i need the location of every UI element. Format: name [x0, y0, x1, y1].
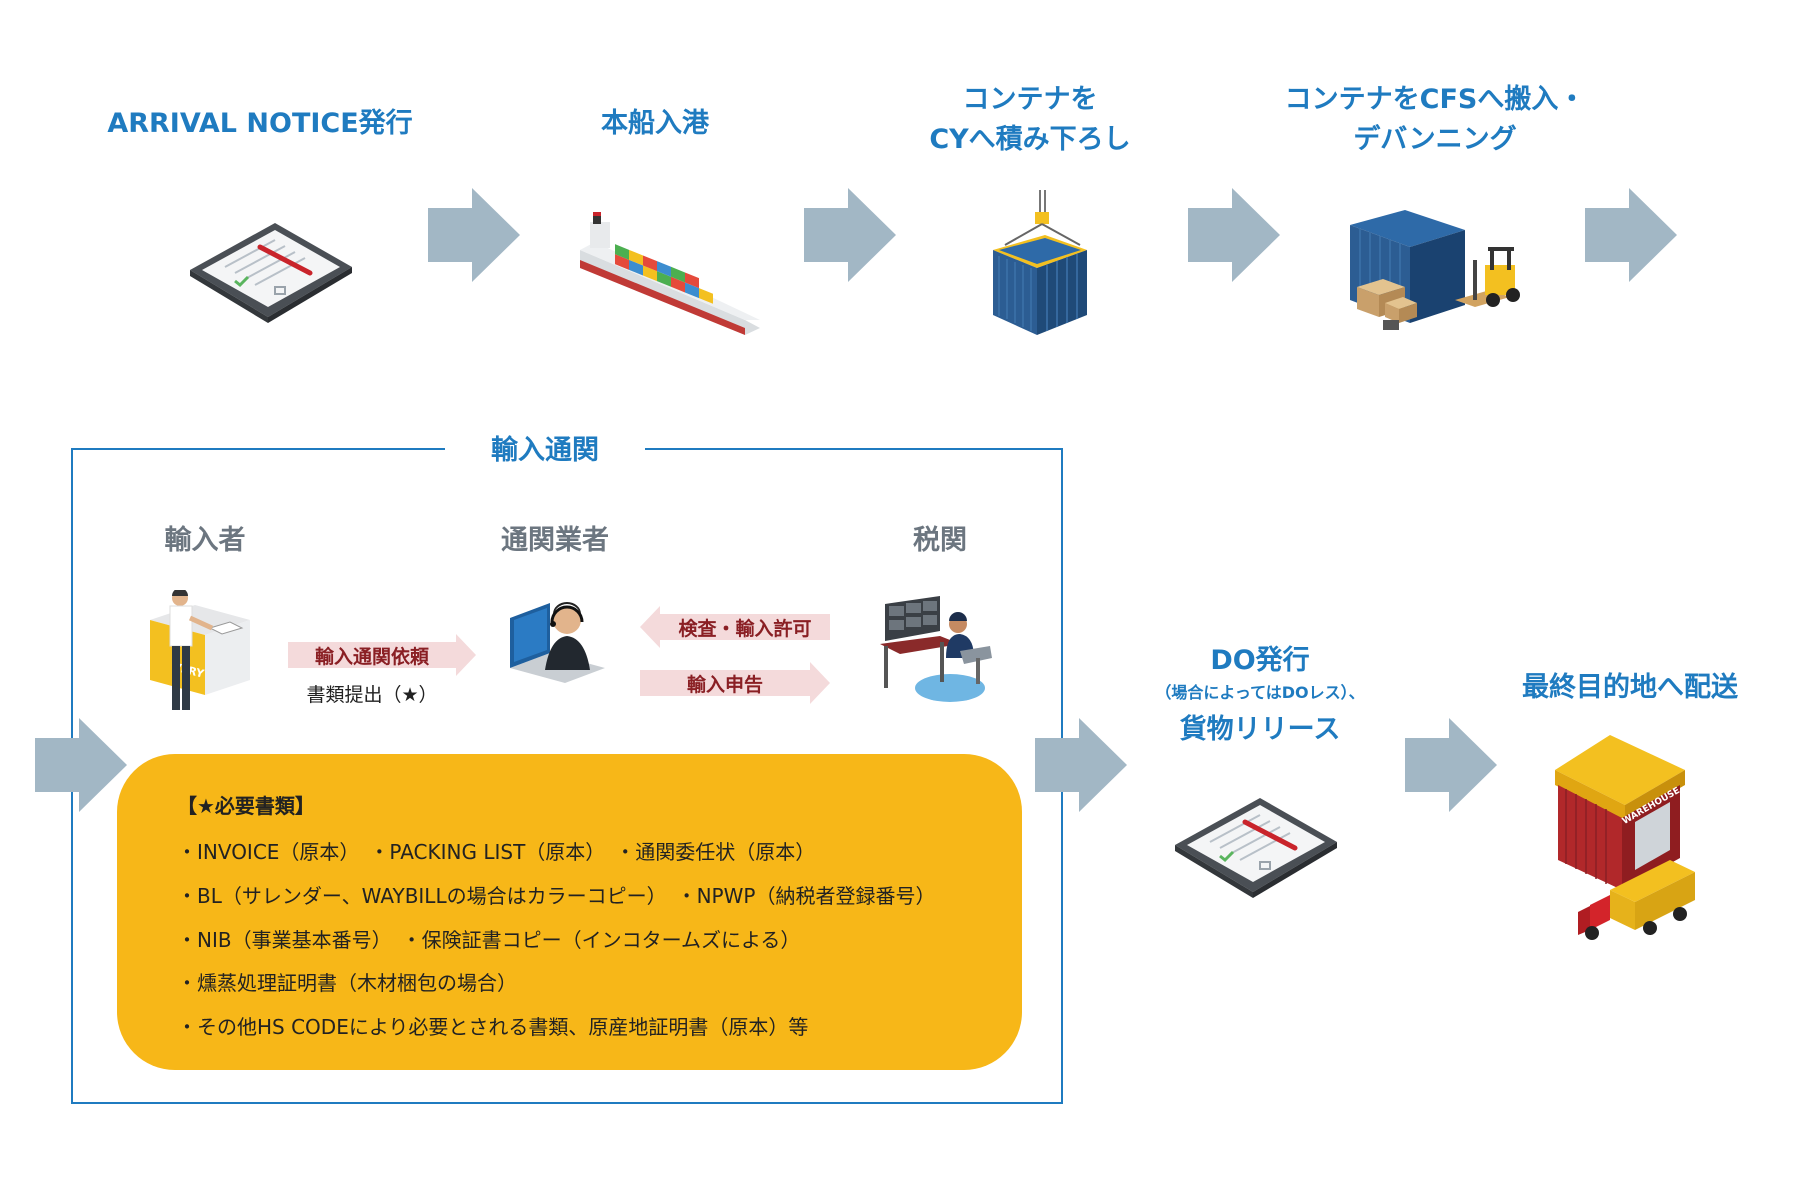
- step-vessel-title: 本船入港: [601, 108, 709, 139]
- step-arrival-title: ARRIVAL NOTICE発行: [107, 108, 413, 139]
- flow-request-arrow: [288, 634, 476, 676]
- step-do-line3: 貨物リリース: [1179, 714, 1341, 745]
- step-cfs-line1: コンテナをCFSへ搬入・: [1284, 84, 1586, 115]
- flow-declaration-arrow: [640, 662, 830, 704]
- role-broker: 通関業者: [501, 525, 609, 556]
- step-cy-line2: CYへ積み下ろし: [929, 124, 1131, 155]
- docs-line: ・燻蒸処理証明書（木材梱包の場合）: [177, 971, 517, 995]
- flow-arrow-3: [1188, 188, 1280, 282]
- flow-arrow-6: [1035, 718, 1127, 812]
- clipboard-icon: [190, 223, 352, 323]
- warehouse-truck-icon: WAREHOUSE: [1555, 735, 1695, 940]
- flow-arrow-2: [804, 188, 896, 282]
- step-cy-title: コンテナを CYへ積み下ろし: [880, 80, 1180, 160]
- docs-title: 【★必要書類】: [177, 794, 315, 818]
- crane-container-icon: [993, 190, 1087, 335]
- docs-line: ・その他HS CODEにより必要とされる書類、原産地証明書（原本）等: [177, 1015, 809, 1039]
- flow-arrow-4: [1585, 188, 1677, 282]
- customs-frame-header: 輸入通関: [445, 423, 645, 471]
- flow-inspection-label: 検査・輸入許可: [678, 618, 812, 640]
- flow-request-note: 書類提出（★）: [306, 684, 438, 706]
- role-customs-office: 税関: [913, 525, 967, 556]
- flow-arrow-1: [428, 188, 520, 282]
- flow-arrow-5: [35, 718, 127, 812]
- required-documents-box: 【★必要書類】 ・INVOICE（原本） ・PACKING LIST（原本） ・…: [117, 754, 1022, 1070]
- step-do-line2: （場合によってはDOレス）、: [1155, 683, 1365, 702]
- forklift-container-icon: [1350, 210, 1520, 330]
- step-do-title: DO発行 （場合によってはDOレス）、 貨物リリース: [1130, 638, 1390, 746]
- broker-headset-icon: [510, 602, 605, 683]
- step-final-title: 最終目的地へ配送: [1522, 672, 1738, 703]
- clipboard-icon: [1175, 798, 1337, 898]
- container-ship-icon: [580, 212, 760, 335]
- importer-person-icon: VERY: [150, 590, 250, 710]
- customs-title: 輸入通関: [491, 434, 599, 466]
- flow-declaration-label: 輸入申告: [686, 674, 763, 696]
- flow-inspection-arrow: [640, 606, 830, 648]
- docs-line: ・BL（サレンダー、WAYBILLの場合はカラーコピー） ・NPWP（納税者登録…: [177, 884, 936, 908]
- customs-officer-icon: [880, 596, 992, 702]
- role-importer: 輸入者: [164, 525, 246, 556]
- docs-line: ・INVOICE（原本） ・PACKING LIST（原本） ・通関委任状（原本…: [177, 840, 816, 864]
- flow-arrow-7: [1405, 718, 1497, 812]
- step-do-line1: DO発行: [1210, 645, 1310, 676]
- flow-request-label: 輸入通関依頼: [314, 646, 429, 668]
- docs-line: ・NIB（事業基本番号） ・保険証書コピー（インコタームズによる）: [177, 928, 801, 952]
- step-cfs-title: コンテナをCFSへ搬入・ デバンニング: [1245, 80, 1625, 160]
- step-cfs-line2: デバンニング: [1353, 124, 1517, 155]
- step-cy-line1: コンテナを: [962, 84, 1098, 115]
